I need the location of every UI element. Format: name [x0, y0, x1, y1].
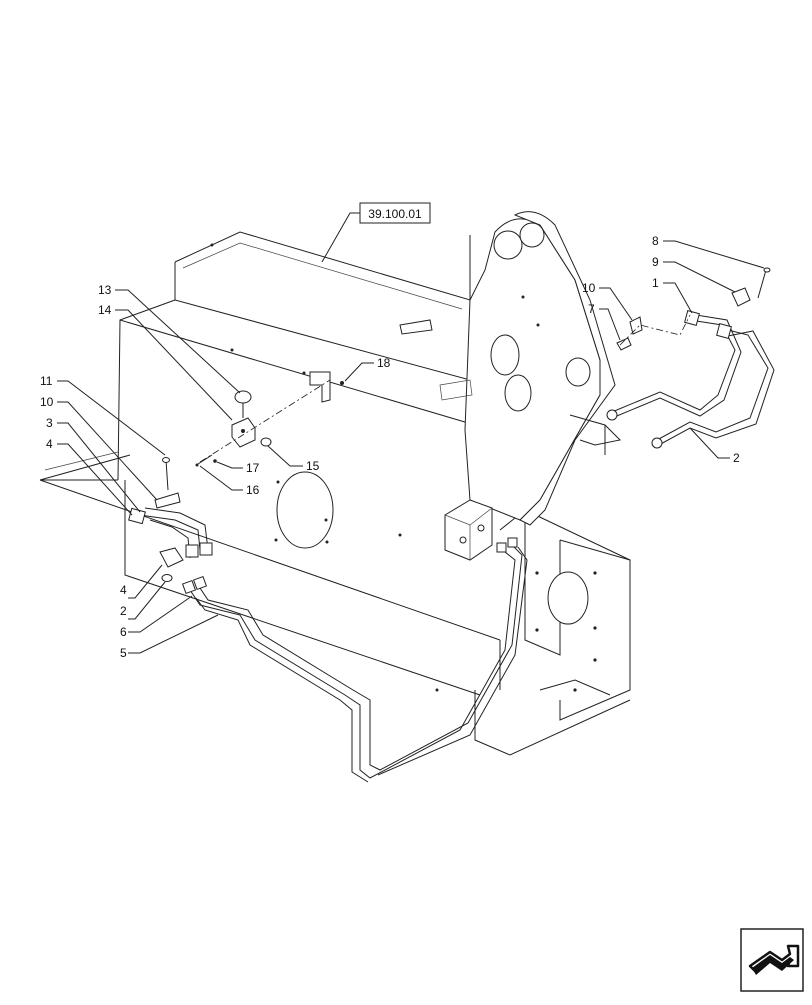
reference-box-label: 39.100.01 [368, 207, 422, 221]
switch-assembly [195, 379, 344, 467]
next-page-arrow-icon[interactable] [740, 928, 804, 992]
callout-17: 17 [246, 461, 260, 475]
hydraulic-tube-assembly [181, 537, 528, 783]
callout-15: 15 [306, 459, 320, 473]
callout-14: 14 [98, 303, 112, 317]
lift-arm-plate [439, 211, 616, 526]
upper-tube-assembly [606, 267, 775, 449]
callout-7: 7 [588, 302, 595, 316]
callout-4-lower: 4 [120, 583, 127, 597]
short-hose-assembly [128, 457, 213, 582]
callout-13: 13 [98, 283, 112, 297]
callout-3: 3 [46, 416, 53, 430]
callout-2-left: 2 [120, 604, 127, 618]
callout-5: 5 [120, 646, 127, 660]
callout-6: 6 [120, 625, 127, 639]
callout-8: 8 [652, 234, 659, 248]
callout-4-upper: 4 [46, 437, 53, 451]
valve-block [444, 499, 493, 561]
callout-1: 1 [652, 276, 659, 290]
side-bracket [569, 414, 622, 455]
callout-11: 11 [40, 374, 53, 388]
callout-10-right: 10 [582, 281, 596, 295]
callout-18: 18 [377, 356, 391, 370]
callout-10: 10 [40, 395, 54, 409]
callout-9: 9 [652, 255, 659, 269]
callout-16: 16 [246, 483, 260, 497]
callout-2-right: 2 [733, 451, 740, 465]
reference-box[interactable]: 39.100.01 [321, 202, 431, 263]
callouts: 13 14 11 10 3 4 4 2 6 5 18 17 16 15 10 7… [40, 234, 765, 660]
